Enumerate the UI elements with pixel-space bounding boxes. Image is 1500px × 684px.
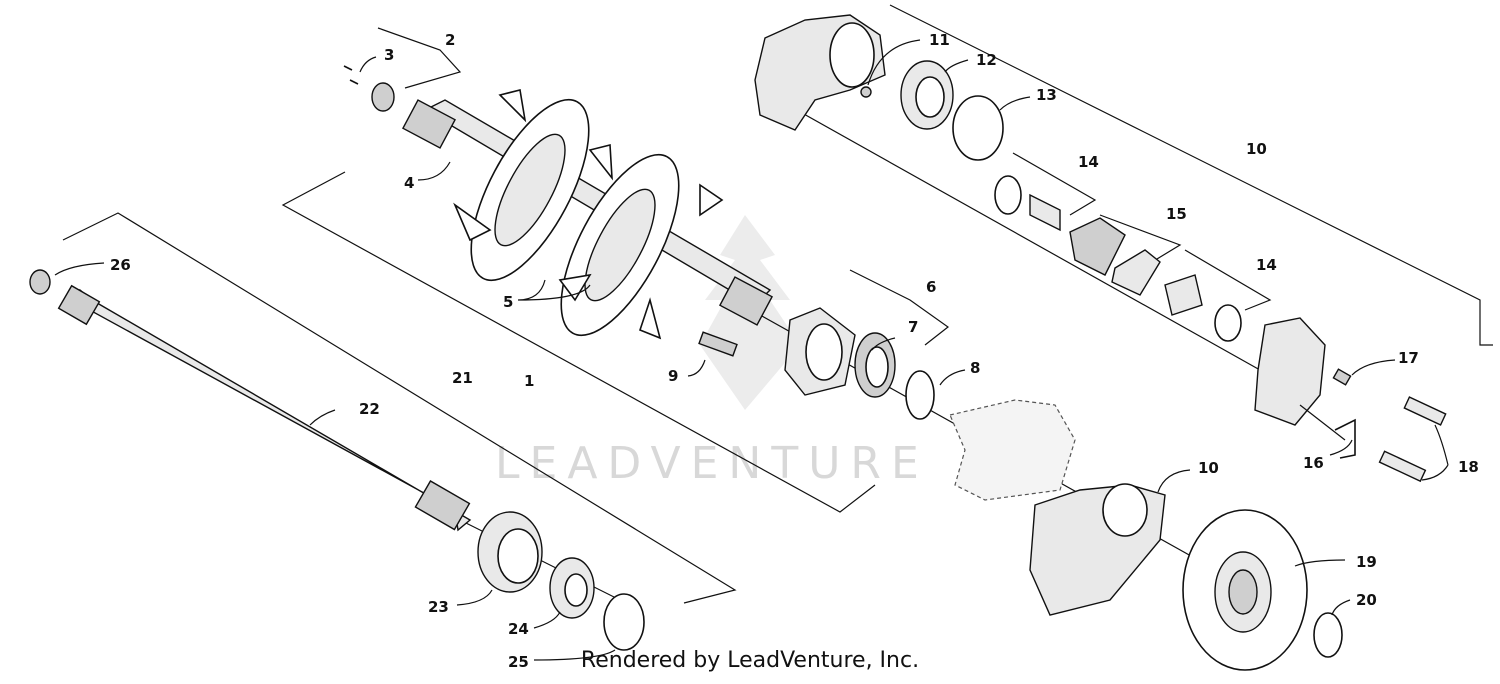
callout-13: 13 <box>1036 86 1057 104</box>
circlip <box>905 370 935 420</box>
callout-8: 8 <box>970 359 980 377</box>
callout-6: 6 <box>926 278 936 296</box>
callout-9: 9 <box>668 367 678 385</box>
bearing-cap <box>371 82 395 112</box>
leader-lines <box>54 39 1449 661</box>
footer-credit: Rendered by LeadVenture, Inc. <box>580 648 920 673</box>
shaft-splines-left <box>401 99 457 149</box>
seal-ring-14a <box>994 175 1022 215</box>
lower-caliper-group <box>1029 483 1166 616</box>
lower-left-bearings <box>477 511 645 651</box>
callout-12: 12 <box>976 51 997 69</box>
callout-17: 17 <box>1398 349 1419 367</box>
callout-20: 20 <box>1356 591 1377 609</box>
callout-7: 7 <box>908 318 918 336</box>
caliper-right-group <box>1254 317 1447 483</box>
caliper-bolt-b <box>1378 450 1427 483</box>
shaft-22-splines-left <box>57 284 101 326</box>
caliper-bolt-a <box>1403 396 1447 426</box>
snap-ring <box>603 593 645 651</box>
callouts: 2 3 4 5 1 6 7 8 9 10 10 11 12 13 14 14 1… <box>110 31 1479 671</box>
seal-ring-14b <box>1214 304 1242 342</box>
callout-10-upper: 10 <box>1246 140 1267 158</box>
brake-pad-b <box>1111 249 1161 296</box>
callout-14-lower: 14 <box>1256 256 1277 274</box>
pin-icon <box>343 65 359 85</box>
watermark-text: LEADVENTURE <box>495 438 929 489</box>
drive-shaft-assembly <box>343 65 774 340</box>
callout-15: 15 <box>1166 205 1187 223</box>
shaft-plug <box>29 269 51 295</box>
jackshaft <box>29 269 472 532</box>
shaft-splines-right <box>718 276 774 326</box>
bolt <box>698 331 738 357</box>
callout-26: 26 <box>110 256 131 274</box>
callout-5: 5 <box>503 293 513 311</box>
callout-3: 3 <box>384 46 394 64</box>
callout-4: 4 <box>404 174 414 192</box>
piston-14a <box>1029 193 1061 232</box>
shaft-22 <box>74 288 472 532</box>
callout-25: 25 <box>508 653 529 671</box>
o-ring-13 <box>952 95 1004 161</box>
bleeder-nut <box>860 86 872 98</box>
callout-21: 21 <box>452 369 473 387</box>
callout-16: 16 <box>1303 454 1324 472</box>
callout-14-upper: 14 <box>1078 153 1099 171</box>
brake-pad-a <box>1069 217 1126 276</box>
callout-11: 11 <box>929 31 950 49</box>
piston-14b <box>1164 274 1203 316</box>
disc-circlip <box>1313 612 1343 658</box>
plate-dashed <box>949 399 1076 501</box>
callout-19: 19 <box>1356 553 1377 571</box>
callout-22: 22 <box>359 400 380 418</box>
callout-23: 23 <box>428 598 449 616</box>
mid-bearing-parts <box>698 307 1076 501</box>
callout-2: 2 <box>445 31 455 49</box>
upper-caliper-group <box>754 14 1242 342</box>
shaft-22-splines-right <box>414 480 471 531</box>
brake-disc-group <box>1182 509 1343 671</box>
callout-18: 18 <box>1458 458 1479 476</box>
callout-1: 1 <box>524 372 534 390</box>
bleeder-screw <box>1332 368 1352 386</box>
callout-10-lower: 10 <box>1198 459 1219 477</box>
caliper-half <box>1254 317 1326 426</box>
callout-24: 24 <box>508 620 529 638</box>
retaining-pin <box>1334 418 1356 459</box>
